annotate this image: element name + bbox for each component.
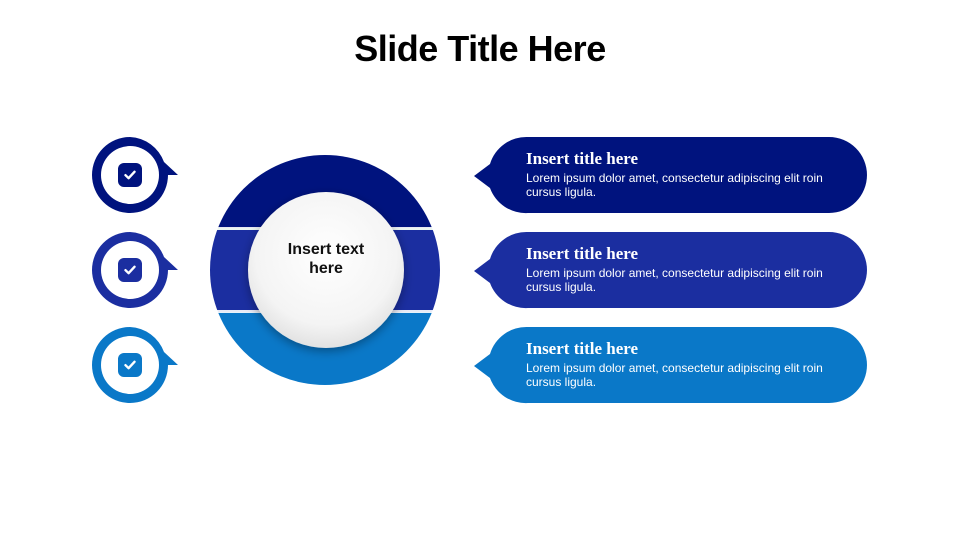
check-icon bbox=[118, 353, 142, 377]
center-disc bbox=[248, 192, 404, 348]
callout-title: Insert title here bbox=[526, 339, 639, 358]
callout-body: Lorem ipsum dolor amet, consectetur adip… bbox=[526, 266, 823, 294]
callout-body: Lorem ipsum dolor amet, consectetur adip… bbox=[526, 361, 823, 389]
callout-title: Insert title here bbox=[526, 244, 639, 263]
pin-marker-2 bbox=[92, 231, 182, 311]
callout-3: Insert title here Lorem ipsum dolor amet… bbox=[473, 326, 869, 404]
center-label: Insert text here bbox=[287, 241, 365, 277]
callout-2: Insert title here Lorem ipsum dolor amet… bbox=[473, 231, 869, 309]
check-icon bbox=[118, 258, 142, 282]
callout-title: Insert title here bbox=[526, 149, 639, 168]
callout-body: Lorem ipsum dolor amet, consectetur adip… bbox=[526, 171, 823, 199]
slide-title: Slide Title Here bbox=[354, 28, 606, 69]
pin-marker-3 bbox=[92, 326, 182, 406]
pin-marker-1 bbox=[92, 136, 182, 216]
center-ring-graphic bbox=[208, 152, 448, 390]
callout-1: Insert title here Lorem ipsum dolor amet… bbox=[473, 136, 869, 214]
check-icon bbox=[118, 163, 142, 187]
